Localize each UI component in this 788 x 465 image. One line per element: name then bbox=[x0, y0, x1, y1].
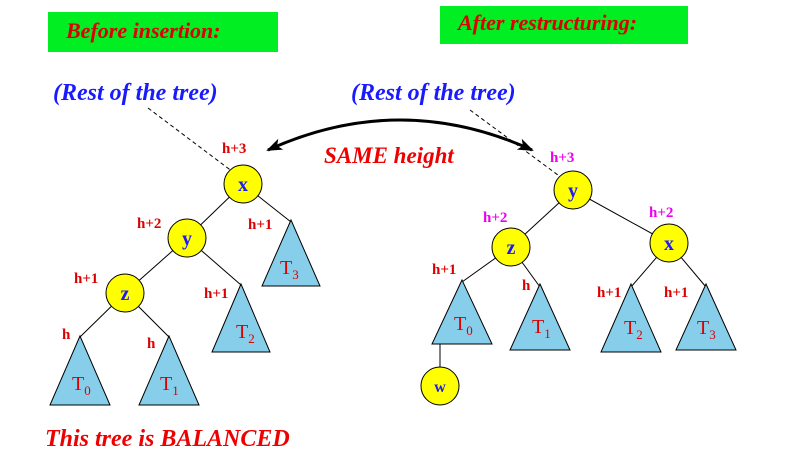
before-header: Before insertion: bbox=[66, 18, 221, 43]
right-node-w bbox=[420, 366, 460, 406]
rest-of-tree-right: (Rest of the tree) bbox=[351, 80, 516, 106]
left-t2-label: T2 bbox=[236, 321, 255, 346]
after-header: After restructuring: bbox=[458, 10, 638, 35]
left-node-x bbox=[223, 164, 263, 204]
left-subtree-t0 bbox=[49, 334, 111, 406]
right-subtree-t1 bbox=[509, 282, 571, 351]
rest-of-tree-left: (Rest of the tree) bbox=[53, 80, 218, 106]
right-node-y bbox=[553, 170, 593, 210]
left-subtree-t2 bbox=[211, 282, 271, 353]
left-height-x: h+3 bbox=[222, 141, 246, 157]
right-height-t2: h+1 bbox=[597, 285, 621, 301]
left-node-x-label: x bbox=[238, 174, 248, 196]
right-height-z: h+2 bbox=[483, 210, 507, 226]
right-node-x bbox=[649, 223, 689, 263]
same-height-arrow bbox=[266, 118, 534, 152]
after-header-box bbox=[440, 6, 688, 44]
right-t3-label: T3 bbox=[697, 317, 716, 342]
left-height-t1: h bbox=[147, 336, 156, 352]
right-height-y: h+3 bbox=[550, 150, 574, 166]
right-height-t3: h+1 bbox=[664, 285, 688, 301]
before-header-box bbox=[48, 12, 278, 52]
right-node-y-label: y bbox=[568, 180, 578, 202]
dashed-link-left bbox=[147, 107, 234, 173]
left-node-z-label: z bbox=[121, 283, 130, 305]
balanced-caption: This tree is BALANCED bbox=[45, 426, 290, 452]
right-node-x-label: x bbox=[664, 233, 674, 255]
right-t1-label: T1 bbox=[532, 316, 551, 341]
right-t0-label: T0 bbox=[454, 313, 473, 338]
left-height-t0: h bbox=[62, 327, 71, 343]
right-subtree-t2 bbox=[600, 282, 662, 353]
left-t1-label: T1 bbox=[160, 373, 179, 398]
left-node-y-label: y bbox=[182, 228, 192, 250]
left-height-z: h+1 bbox=[74, 271, 98, 287]
left-t0-label: T0 bbox=[72, 373, 91, 398]
right-node-z-label: z bbox=[507, 237, 516, 259]
right-subtree-t0 bbox=[431, 278, 493, 345]
left-height-t3: h+1 bbox=[248, 217, 272, 233]
left-node-y bbox=[167, 218, 207, 258]
left-node-z bbox=[105, 273, 145, 313]
left-height-y: h+2 bbox=[137, 216, 161, 232]
right-height-t1: h bbox=[522, 278, 531, 294]
right-node-z bbox=[491, 227, 531, 267]
left-t3-label: T3 bbox=[280, 257, 299, 282]
left-height-t2: h+1 bbox=[204, 286, 228, 302]
right-node-w-label: w bbox=[434, 379, 446, 396]
right-height-x: h+2 bbox=[649, 205, 673, 221]
left-subtree-t3 bbox=[261, 218, 321, 287]
right-height-t0: h+1 bbox=[432, 262, 456, 278]
left-subtree-t1 bbox=[138, 334, 200, 406]
right-t2-label: T2 bbox=[624, 317, 643, 342]
right-subtree-t3 bbox=[675, 282, 737, 351]
